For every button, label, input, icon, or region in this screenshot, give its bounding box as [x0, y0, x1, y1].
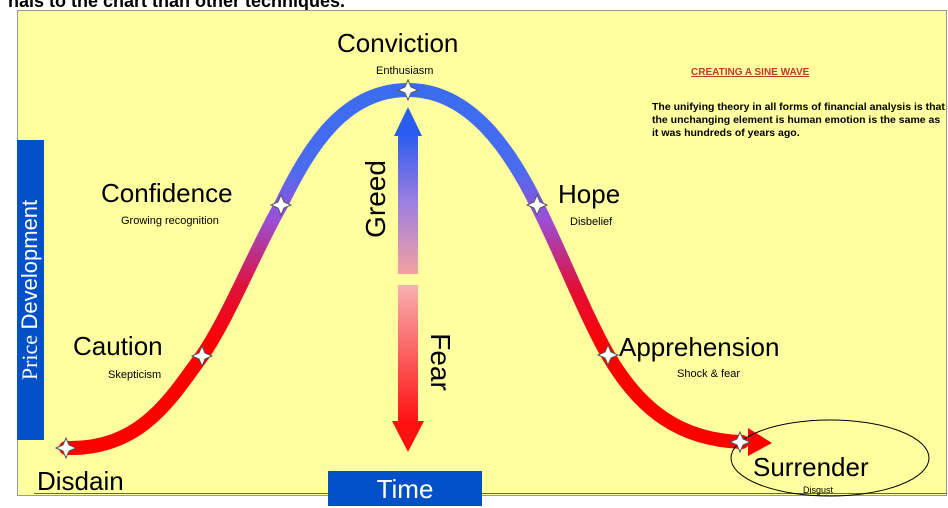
star-marker-disdain — [54, 436, 78, 460]
star-marker-caution — [190, 344, 214, 368]
greed-label: Greed — [360, 160, 391, 238]
stage-confidence-title: Confidence — [101, 178, 233, 208]
stage-conviction-subtitle: Enthusiasm — [376, 65, 434, 77]
baseline — [34, 493, 947, 494]
surrender-ellipse — [730, 419, 930, 497]
y-axis-label: Price Development — [17, 200, 43, 380]
fear-arrow-shaft — [398, 285, 418, 423]
curve-arrow-head — [748, 428, 772, 456]
greed-arrow-shaft — [398, 134, 418, 274]
sidebar-body: The unifying theory in all forms of fina… — [652, 101, 945, 139]
stage-hope-title: Hope — [558, 179, 621, 209]
diagram-panel — [17, 10, 947, 496]
stage-caution-subtitle: Skepticism — [108, 369, 162, 381]
fear-arrow-head — [392, 421, 424, 452]
stage-hope-subtitle: Disbelief — [570, 216, 613, 228]
star-marker-confidence — [269, 193, 293, 217]
sidebar-title: CREATING A SINE WAVE — [691, 67, 810, 78]
x-axis-label: Time — [328, 471, 482, 506]
stage-caution-title: Caution — [73, 331, 163, 361]
stage-disdain-title: Disdain — [37, 466, 124, 496]
star-marker-conviction — [396, 78, 420, 102]
stage-apprehension-subtitle: Shock & fear — [677, 368, 740, 380]
fear-label: Fear — [425, 333, 456, 391]
y-axis-label-part2: Development — [17, 199, 42, 330]
stage-surrender-title: Surrender — [753, 452, 869, 482]
top-caption: nals to the chart than other techniques. — [8, 0, 346, 11]
star-marker-hope — [525, 193, 549, 217]
y-axis-label-part1: Price — [17, 334, 42, 381]
stage-confidence-subtitle: Growing recognition — [121, 215, 219, 227]
stage-conviction-title: Conviction — [337, 28, 459, 58]
y-axis-box — [17, 140, 44, 440]
star-marker-surrender — [728, 430, 752, 454]
star-marker-apprehension — [596, 343, 620, 367]
star-markers — [54, 78, 752, 460]
greed-arrow-head — [394, 107, 422, 136]
stage-apprehension-title: Apprehension — [619, 332, 780, 362]
stage-surrender-subtitle: Disgust — [803, 485, 834, 495]
